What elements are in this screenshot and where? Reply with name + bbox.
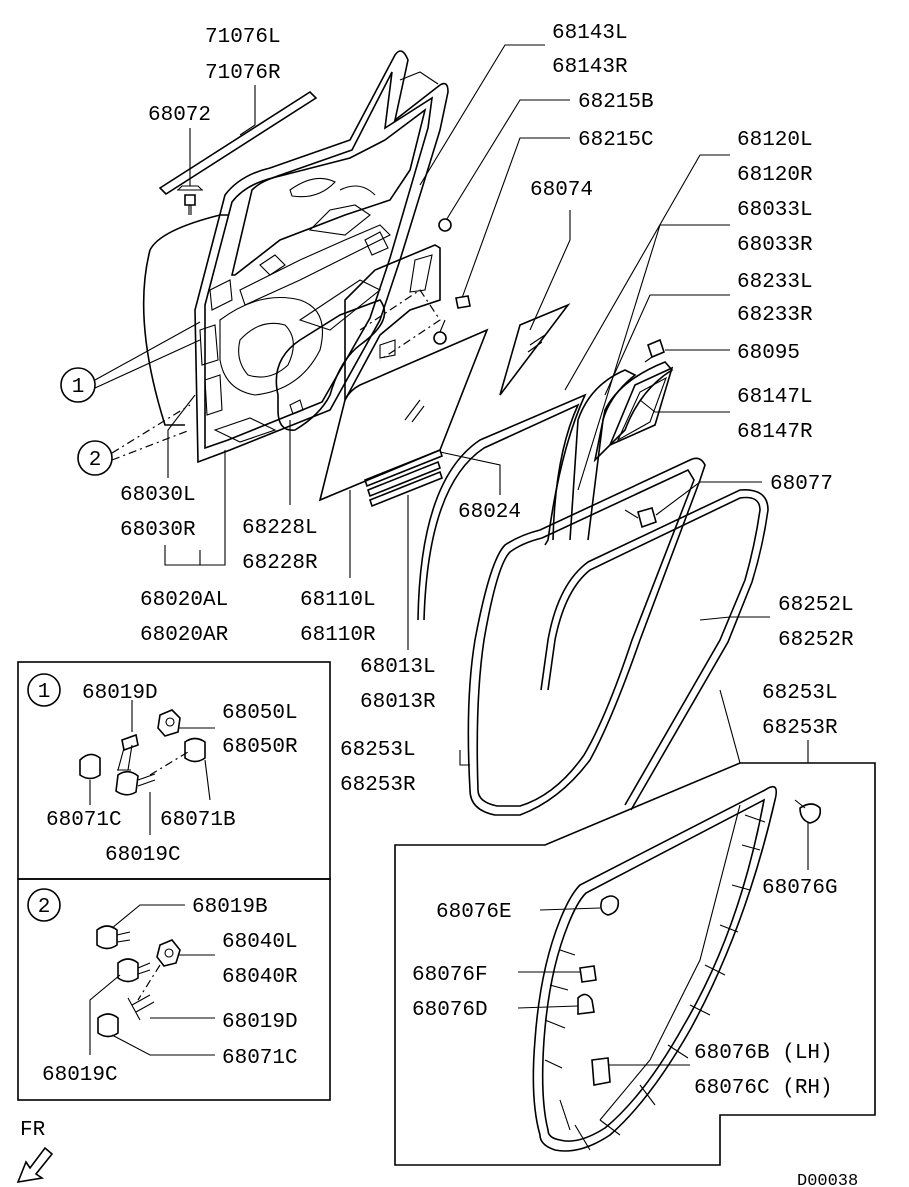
label-68076f: 68076F: [412, 964, 488, 987]
clip-68076g: [799, 803, 822, 824]
detail-1-label-68019c: 68019C: [105, 844, 181, 867]
label-68252l: 68252L: [778, 594, 854, 617]
callout-number-1: 1: [72, 376, 85, 399]
label-68074: 68074: [530, 179, 593, 202]
label-68143l: 68143L: [552, 22, 628, 45]
detail-1-label-68050r: 68050R: [222, 736, 298, 759]
detail-2-label-68040r: 68040R: [222, 966, 298, 989]
drawing-number: D00038: [797, 1172, 858, 1187]
label-68253l-right: 68253L: [762, 682, 838, 705]
detail-1-label-68050l: 68050L: [222, 702, 298, 725]
detail-1-number: 1: [38, 681, 51, 704]
division-bar-drawing: [569, 338, 674, 541]
callout-circle-1: [60, 367, 96, 403]
opening-trim-detail: [394, 762, 876, 1166]
label-68120r: 68120R: [737, 164, 813, 187]
label-68095: 68095: [737, 342, 800, 365]
label-68215c: 68215C: [578, 129, 654, 152]
label-68024: 68024: [458, 501, 521, 524]
front-label: FR: [20, 1119, 46, 1142]
label-68077: 68077: [770, 473, 833, 496]
label-68030r: 68030R: [120, 519, 196, 542]
door-panel-drawing: [142, 50, 449, 464]
detail-box-2: 2 68019B 68040L 68040R 68019D 68019C 680…: [17, 878, 331, 1101]
label-68228l: 68228L: [242, 517, 318, 540]
detail-2-label-68019c: 68019C: [42, 1064, 118, 1087]
part-labels: 71076L 71076R 68072 68143L 68143R 68215B…: [120, 22, 854, 797]
quarter-glass-drawing: [499, 303, 571, 396]
label-68253r-right: 68253R: [762, 717, 838, 740]
detail-2-label-68071c: 68071C: [222, 1047, 298, 1070]
label-68228r: 68228R: [242, 552, 318, 575]
lower-sash-drawing: [364, 448, 443, 508]
detail-2-circle: [27, 888, 61, 922]
detail-2-label-68040l: 68040L: [222, 931, 298, 954]
detail-1-circle: [27, 673, 61, 707]
label-68253r-left: 68253R: [340, 774, 416, 797]
clip-68076f: [579, 965, 597, 983]
label-71076r: 71076R: [205, 62, 281, 85]
detail-box-1: 1 68019D 68050L 68050R 68071C 68071B 680…: [17, 661, 331, 880]
label-68020al: 68020AL: [140, 589, 228, 612]
label-68076c: 68076C (RH): [694, 1077, 833, 1100]
front-orientation-indicator: FR: [16, 1119, 54, 1184]
label-68215b: 68215B: [578, 91, 654, 114]
callout-circle-2: [77, 440, 113, 476]
clip-68076d: [577, 993, 595, 1015]
glass-run-drawing: [344, 244, 441, 401]
detail-2-frame: [17, 878, 331, 1101]
detail-1-label-68071b: 68071B: [160, 809, 236, 832]
label-68253l-left: 68253L: [340, 739, 416, 762]
clip-68076b: [591, 1057, 611, 1086]
glass-run-channel-drawing: [417, 393, 587, 621]
label-68076b: 68076B (LH): [694, 1042, 833, 1065]
label-68030l: 68030L: [120, 484, 196, 507]
label-68252r: 68252R: [778, 629, 854, 652]
label-68147r: 68147R: [737, 421, 813, 444]
clip-68076e: [600, 895, 620, 916]
label-68013r: 68013R: [360, 691, 436, 714]
callout-number-2: 2: [89, 449, 102, 472]
label-68033r: 68033R: [737, 234, 813, 257]
label-68233l: 68233L: [737, 271, 813, 294]
label-68076e: 68076E: [436, 901, 512, 924]
label-68147l: 68147L: [737, 386, 813, 409]
detail-1-label-68019d: 68019D: [82, 682, 158, 705]
label-68020ar: 68020AR: [140, 624, 229, 647]
leader-lines: [164, 44, 809, 766]
door-weatherstrip-drawing: [467, 457, 769, 816]
label-68072: 68072: [148, 104, 211, 127]
detail-2-label-68019d: 68019D: [222, 1011, 298, 1034]
label-68120l: 68120L: [737, 129, 813, 152]
label-71076l: 71076L: [205, 26, 281, 49]
label-68143r: 68143R: [552, 56, 628, 79]
front-arrow-icon: [16, 1146, 54, 1184]
label-68033l: 68033L: [737, 199, 813, 222]
label-68233r: 68233R: [737, 304, 813, 327]
detail-2-number: 2: [38, 896, 51, 919]
opening-trim-labels: 68076G 68076E 68076F 68076D 68076B (LH) …: [412, 877, 838, 1100]
label-68110l: 68110L: [300, 589, 376, 612]
callout-markers: 1 2: [60, 321, 201, 476]
detail-2-label-68019b: 68019B: [192, 896, 268, 919]
detail-1-label-68071c: 68071C: [46, 809, 122, 832]
label-68076g: 68076G: [762, 877, 838, 900]
label-68110r: 68110R: [300, 624, 376, 647]
label-68076d: 68076D: [412, 999, 488, 1022]
label-68013l: 68013L: [360, 656, 436, 679]
